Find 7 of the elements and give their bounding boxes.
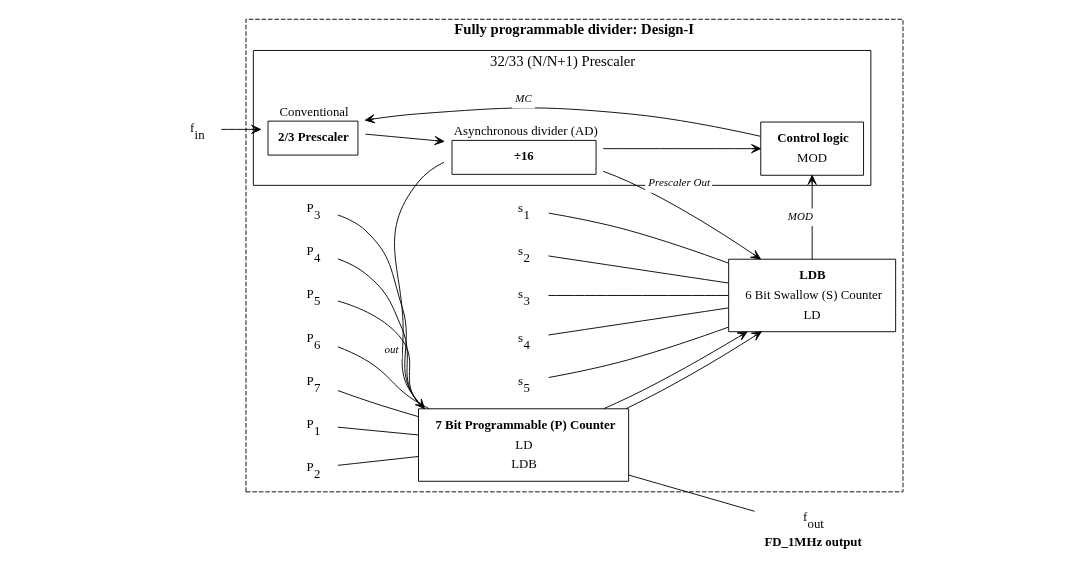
edge-label: MOD [787,209,813,222]
node-label: Asynchronous divider (AD) [453,124,598,139]
edge-label: Prescaler Out [648,176,710,189]
edge-label: MC [515,91,532,104]
node-label: FD_1MHz output [764,535,862,550]
node-label: Conventional [279,104,349,119]
edge-label: out [384,342,399,355]
